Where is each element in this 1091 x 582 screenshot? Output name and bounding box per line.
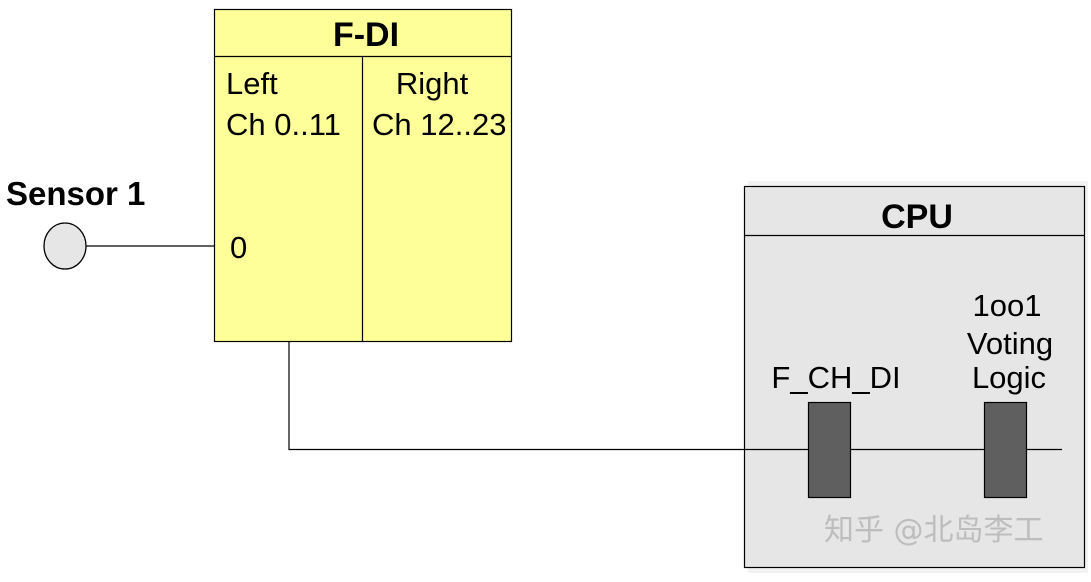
voting-label-line-1: 1oo1 [973,288,1042,323]
fdi-module: F-DI Left Ch 0..11 Right Ch 12..23 0 [213,8,513,343]
fdi-right-label: Right [396,66,469,101]
sensor-circle [43,222,87,270]
sensor-label: Sensor 1 [6,175,145,212]
fdi-right-channels: Ch 12..23 [372,107,506,142]
fdi-left-label: Left [226,66,278,101]
f-ch-di-block [807,401,852,499]
cpu-module: CPU F_CH_DI 1oo1 Voting Logic [743,181,1088,573]
voting-logic-block [983,401,1028,499]
cpu-title: CPU [881,198,953,236]
fdi-left-channels: Ch 0..11 [226,107,341,142]
voting-label-line-2: Voting [967,326,1053,361]
f-ch-di-label: F_CH_DI [771,360,900,395]
cpu-body [743,185,1086,569]
voting-label-line-3: Logic [972,360,1046,395]
watermark: 知乎 @北岛李工 [824,513,1044,548]
fdi-channel-0-label: 0 [230,230,247,265]
fdi-title: F-DI [333,16,399,54]
